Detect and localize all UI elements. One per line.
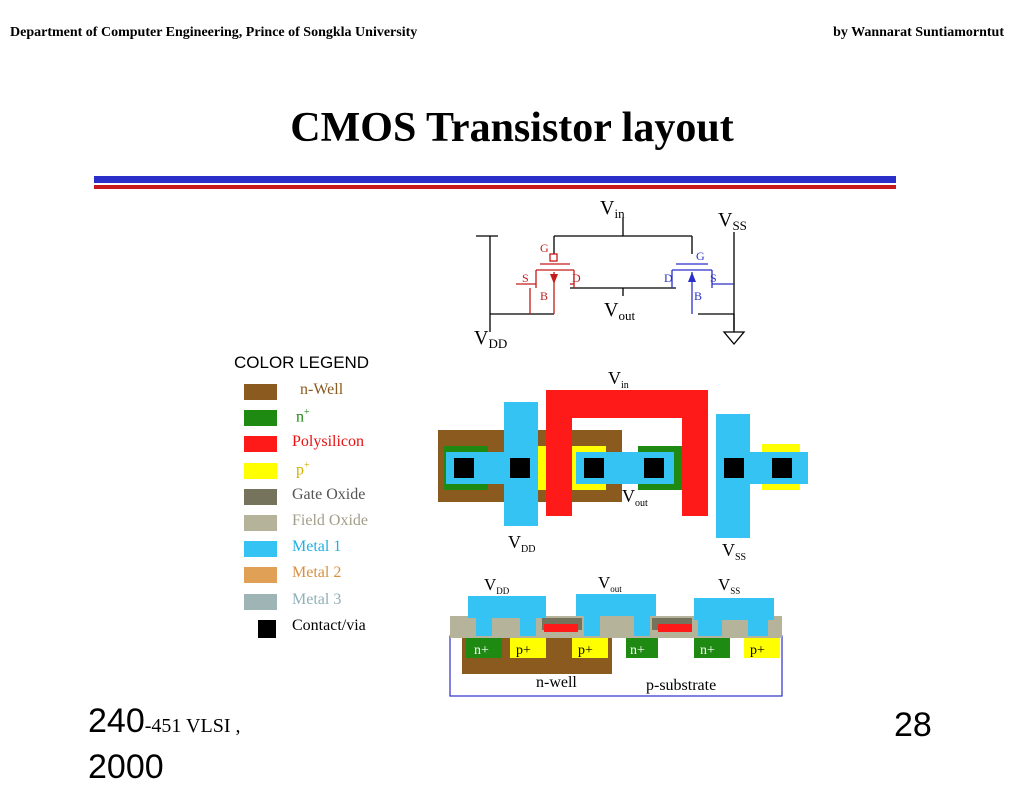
- legend-title: COLOR LEGEND: [234, 353, 370, 372]
- legend-label: Metal 3: [292, 590, 342, 608]
- nmos-symbol: [671, 263, 734, 314]
- legend-swatch: [244, 515, 277, 531]
- cross-section-view: VDD Vout VSS n+ p+ p+ n+ n+ p+ n-well p-…: [449, 573, 783, 697]
- legend-label: Metal 2: [292, 564, 342, 582]
- xs-vdd-label: VDD: [484, 575, 510, 596]
- legend-swatch: [244, 410, 277, 427]
- legend-label: n+: [296, 407, 310, 426]
- legend-swatch: [258, 619, 276, 638]
- legend-swatch: [244, 462, 277, 479]
- legend-label: p+: [296, 459, 310, 478]
- nmos-d: D: [664, 271, 673, 285]
- title-rule-red: [94, 185, 896, 189]
- header-author: by Wannarat Suntiamorntut: [833, 25, 1004, 40]
- legend-label: Polysilicon: [292, 433, 365, 451]
- pmos-b: B: [540, 289, 548, 303]
- nmos-b: B: [694, 289, 702, 303]
- layout-vin-label: Vin: [608, 368, 629, 391]
- legend-swatch: [244, 541, 277, 558]
- sch-vin-label: Vin: [600, 197, 625, 221]
- xs-region-2: p+: [516, 643, 531, 658]
- xs-nwell-label: n-well: [536, 674, 577, 691]
- layout-vdd-label: VDD: [508, 532, 535, 555]
- pmos-symbol: [516, 253, 575, 314]
- footer-course: 240-451 VLSI ,: [88, 702, 240, 741]
- legend-label: Gate Oxide: [292, 485, 366, 503]
- pmos-s: S: [522, 271, 529, 285]
- xs-vss-label: VSS: [718, 575, 740, 596]
- xs-psub-label: p-substrate: [646, 677, 716, 694]
- footer-course-text: -451 VLSI ,: [144, 715, 241, 737]
- legend-label: Contact/via: [292, 616, 366, 634]
- slide-title: CMOS Transistor layout: [290, 105, 734, 151]
- legend-swatch: [244, 436, 277, 453]
- xs-region-3: p+: [578, 643, 593, 658]
- layout-top-view: Vin Vout VDD VSS: [438, 368, 808, 563]
- pmos-d: D: [572, 271, 581, 285]
- header-department: Department of Computer Engineering, Prin…: [10, 25, 418, 40]
- nmos-s: S: [710, 271, 717, 285]
- legend-swatch: [244, 488, 277, 505]
- sch-vss-label: VSS: [718, 209, 747, 233]
- legend-swatch: [244, 593, 277, 610]
- page-number: 28: [894, 706, 932, 744]
- xs-region-5: n+: [700, 643, 715, 658]
- nmos-g: G: [696, 249, 705, 263]
- inverter-schematic: Vin VSS VDD Vout G S D B G D S B: [474, 197, 747, 351]
- footer-course-num: 240: [88, 702, 145, 740]
- sch-vdd-label: VDD: [474, 327, 507, 351]
- xs-region-4: n+: [630, 643, 645, 658]
- layout-vss-label: VSS: [722, 540, 746, 563]
- xs-region-1: n+: [474, 643, 489, 658]
- xs-region-6: p+: [750, 643, 765, 658]
- legend-swatch: [244, 384, 277, 400]
- legend-swatch: [244, 567, 277, 584]
- legend-label: Field Oxide: [292, 512, 368, 529]
- legend-label: Metal 1: [292, 538, 342, 556]
- xs-vout-label: Vout: [598, 573, 622, 594]
- layout-vout-label: Vout: [622, 486, 648, 509]
- title-rule-blue: [94, 176, 896, 183]
- legend-label: n-Well: [300, 381, 344, 398]
- pmos-g: G: [540, 241, 549, 255]
- sch-vout-label: Vout: [604, 299, 635, 323]
